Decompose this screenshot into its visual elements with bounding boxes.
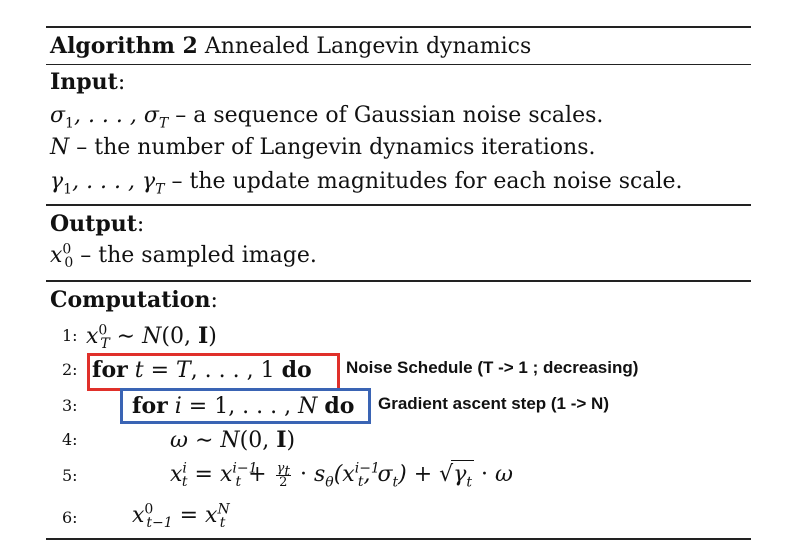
code-line-4: ω ∼ N(0, I): [170, 427, 296, 453]
line-number: 4:: [62, 430, 78, 449]
input-item-text: – the update magnitudes for each noise s…: [171, 169, 683, 194]
algorithm-name: Annealed Langevin dynamics: [204, 34, 532, 59]
gradient-step-annotation: Gradient ascent step (1 -> N): [378, 394, 609, 413]
line-number: 6:: [62, 508, 78, 527]
line-number: 3:: [62, 396, 78, 415]
code-line-3: for i = 1, . . . , N do: [132, 393, 355, 419]
line-number: 1:: [62, 326, 78, 345]
input-item-sigma: σ1, . . . , σT – a sequence of Gaussian …: [50, 103, 604, 132]
line-number: 2:: [62, 360, 78, 379]
code-line-2: for t = T, . . . , 1 do: [92, 357, 312, 383]
input-heading: Input:: [50, 69, 126, 95]
algorithm-label: Algorithm 2: [50, 33, 198, 59]
title-rule: [46, 64, 751, 65]
input-item-text: – a sequence of Gaussian noise scales.: [175, 103, 604, 128]
output-rule: [46, 280, 751, 282]
line-number: 5:: [62, 466, 78, 485]
code-line-1: x0T ∼ N(0, I): [86, 322, 217, 353]
output-item: x00 – the sampled image.: [50, 241, 317, 272]
input-item-gamma: γ1, . . . , γT – the update magnitudes f…: [50, 169, 683, 198]
noise-schedule-box: [87, 353, 340, 391]
input-item-text: – the number of Langevin dynamics iterat…: [76, 135, 596, 160]
top-rule: [46, 26, 751, 28]
bottom-rule: [46, 538, 751, 540]
output-heading: Output:: [50, 211, 145, 237]
gradient-step-box: [120, 388, 371, 424]
computation-heading: Computation:: [50, 287, 218, 313]
noise-schedule-annotation: Noise Schedule (T -> 1 ; decreasing): [346, 358, 639, 377]
input-item-n: N – the number of Langevin dynamics iter…: [50, 135, 596, 160]
algorithm-title: Algorithm 2 Annealed Langevin dynamics: [50, 32, 531, 61]
output-item-text: – the sampled image.: [80, 243, 317, 268]
code-line-6: x0t−1 = xNt: [132, 501, 230, 532]
input-rule: [46, 204, 751, 206]
